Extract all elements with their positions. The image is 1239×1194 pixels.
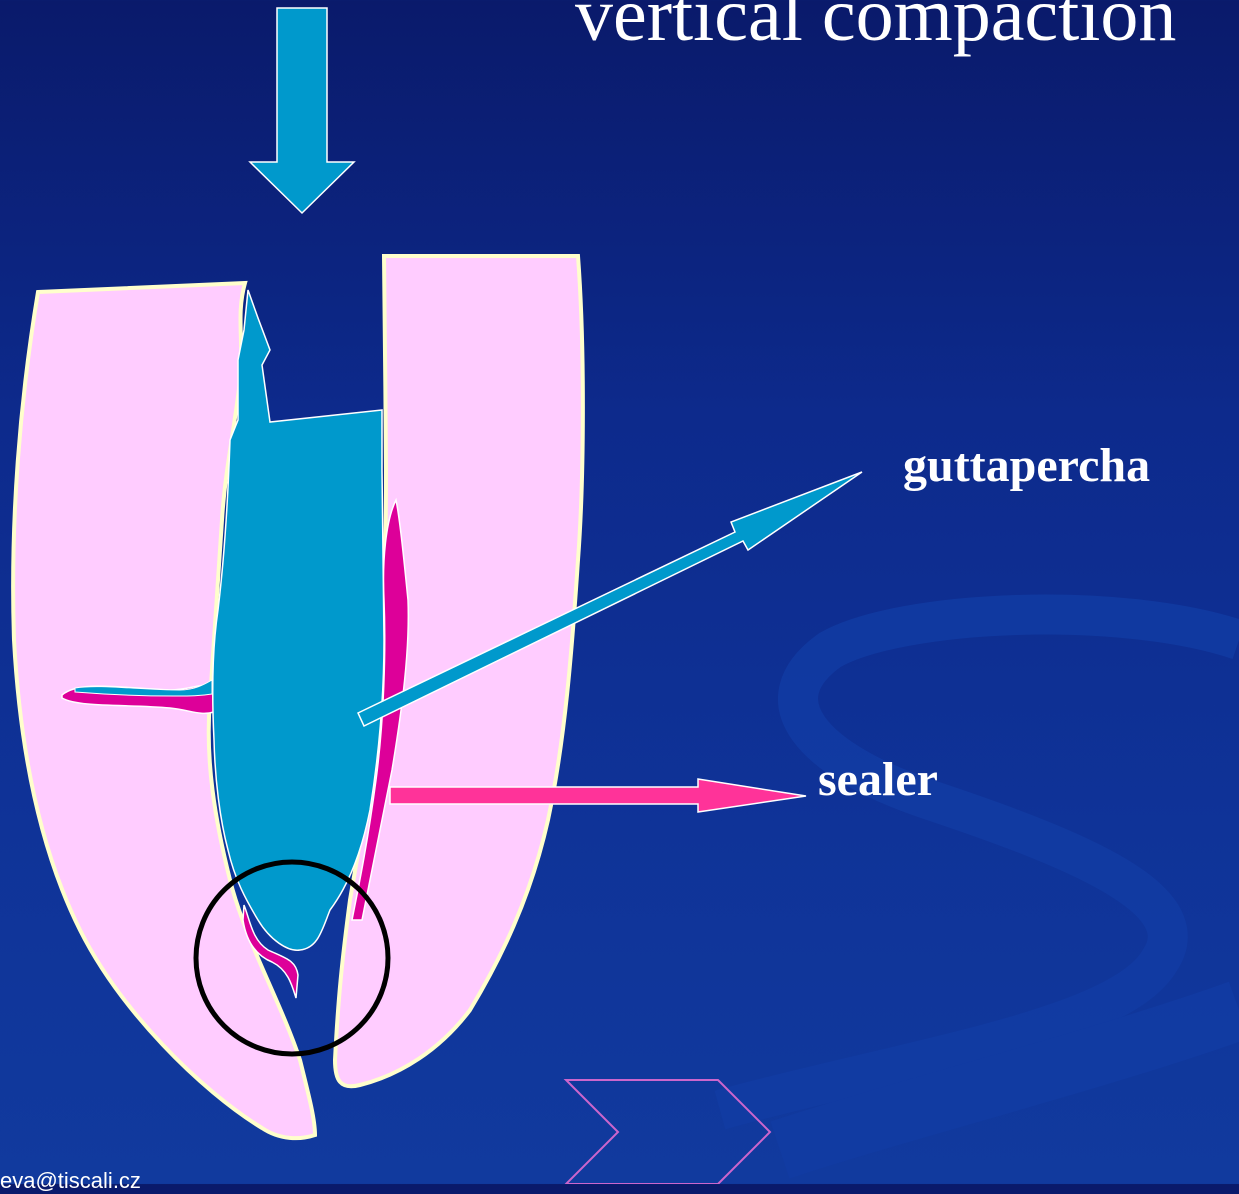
sealer-label: sealer xyxy=(818,752,938,807)
background-swirl xyxy=(720,615,1239,1150)
slide-title: vertical compaction xyxy=(575,0,1176,59)
guttapercha-filling xyxy=(213,290,384,950)
guttapercha-label: guttapercha xyxy=(903,438,1150,493)
footer-email: eva@tiscali.cz xyxy=(0,1168,141,1194)
down-arrow-icon xyxy=(250,8,354,213)
